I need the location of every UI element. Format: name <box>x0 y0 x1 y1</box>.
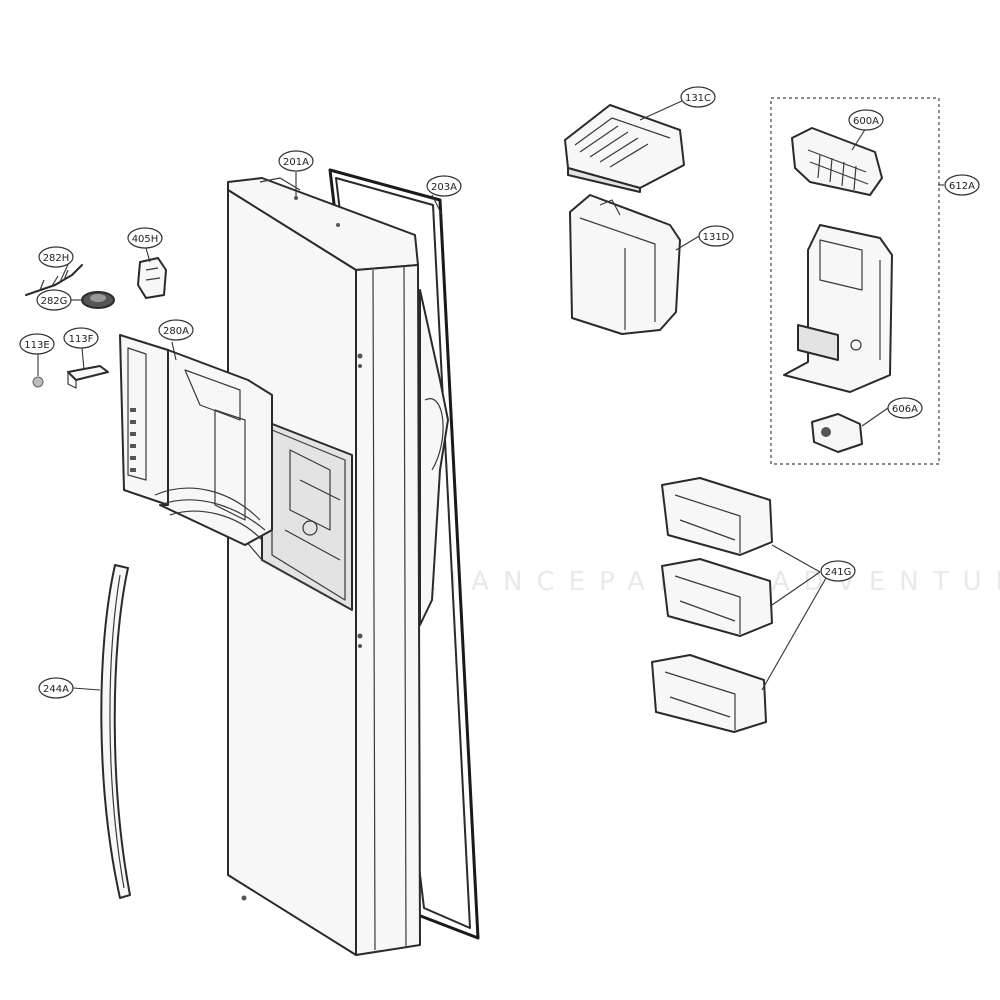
callout-282h: 282H <box>38 246 74 268</box>
callout-label: 201A <box>283 157 309 168</box>
callout-label: 113F <box>69 334 94 345</box>
screw-113e <box>32 376 44 388</box>
callout-label: 405H <box>132 234 159 245</box>
callout-label: 282H <box>43 253 70 264</box>
callout-131d: 131D <box>698 225 734 247</box>
callout-244a: 244A <box>38 677 74 699</box>
callout-600a: 600A <box>848 109 884 131</box>
callout-113e: 113E <box>19 333 55 355</box>
callout-282g: 282G <box>36 289 72 311</box>
callout-201a: 201A <box>278 150 314 172</box>
icemaker-housing <box>783 224 893 393</box>
callout-label: 203A <box>431 182 457 193</box>
bracket-113f <box>67 365 109 389</box>
callout-280a: 280A <box>158 319 194 341</box>
callout-label: 241G <box>825 567 852 578</box>
door-bin-2 <box>661 558 773 637</box>
callout-241g: 241G <box>820 560 856 582</box>
motor-606a <box>811 413 863 453</box>
lamp-socket-405h <box>137 257 167 299</box>
gear-282g <box>81 291 115 309</box>
callout-label: 131D <box>703 232 730 243</box>
callout-label: 606A <box>892 404 918 415</box>
callout-label: 113E <box>24 340 49 351</box>
callout-131c: 131C <box>680 86 716 108</box>
callout-113f: 113F <box>63 327 99 349</box>
leader-lines <box>37 99 944 691</box>
callout-label: 244A <box>43 684 69 695</box>
door-bin-1 <box>661 477 773 556</box>
callout-label: 282G <box>41 296 68 307</box>
callout-606a: 606A <box>887 397 923 419</box>
spring-282h <box>25 264 83 296</box>
callout-label: 280A <box>163 326 189 337</box>
callout-612a: 612A <box>944 174 980 196</box>
ice-bucket-cover <box>564 104 685 193</box>
door-handle <box>100 564 131 899</box>
dispenser-cover <box>119 334 273 546</box>
ice-bucket <box>569 194 681 335</box>
icemaker-600a <box>791 127 883 196</box>
callout-203a: 203A <box>426 175 462 197</box>
callout-label: 612A <box>949 181 975 192</box>
callout-405h: 405H <box>127 227 163 249</box>
callout-label: 131C <box>685 93 711 104</box>
icemaker-assembly-box <box>770 97 940 465</box>
door-bin-3 <box>651 654 767 733</box>
callout-label: 600A <box>853 116 879 127</box>
